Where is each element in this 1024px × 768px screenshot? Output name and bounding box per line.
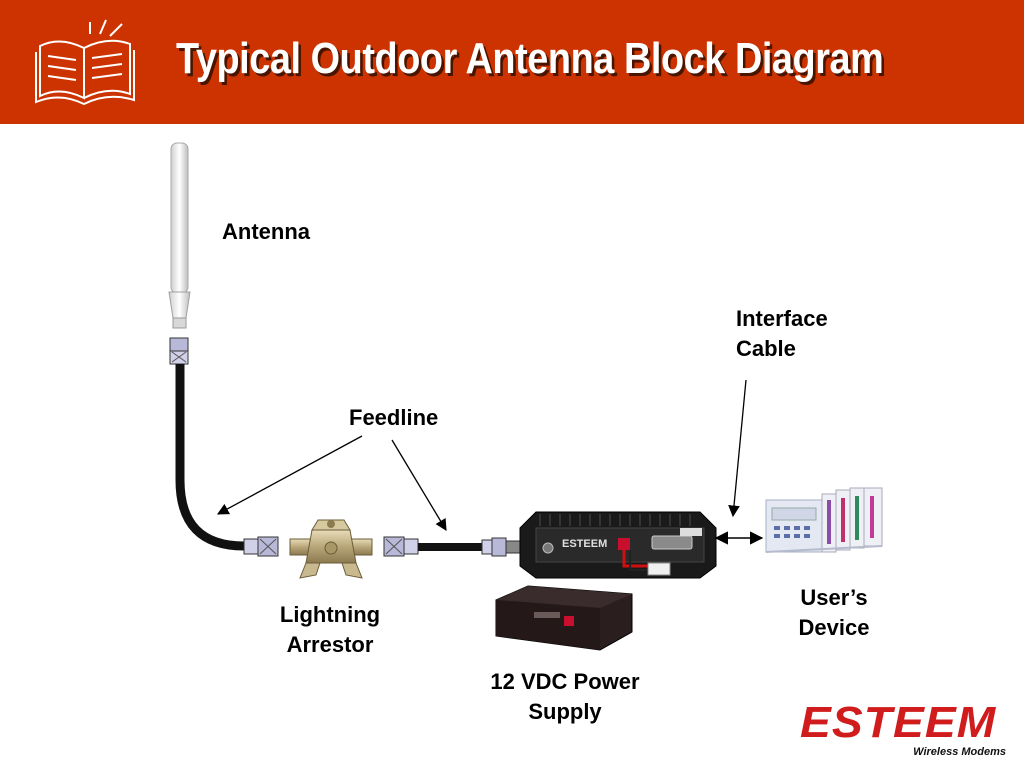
arrestor-output-connector <box>383 536 419 557</box>
lightning-arrestor <box>289 519 373 579</box>
arrestor-input-connector <box>243 536 279 557</box>
interface-cable-label: Interface Cable <box>736 304 828 364</box>
modem-rf-connector <box>481 537 521 557</box>
interface-cable-label-line2: Cable <box>736 336 796 361</box>
page-title: Typical Outdoor Antenna Block Diagram <box>176 34 884 83</box>
users-device-label-line2: Device <box>798 615 870 640</box>
antenna <box>168 142 191 329</box>
users-device-label: User’s Device <box>774 583 894 643</box>
feedline-label-text: Feedline <box>349 405 439 430</box>
feedline-cable <box>175 364 245 551</box>
open-book-icon <box>35 19 135 106</box>
antenna-label: Antenna <box>222 217 310 247</box>
power-supply-label-line1: 12 VDC Power <box>490 669 640 694</box>
users-device-label-line1: User’s <box>800 585 868 610</box>
power-plug <box>647 562 671 576</box>
lightning-arrestor-label-line1: Lightning <box>279 602 381 627</box>
logo-tagline: Wireless Modems <box>913 746 1006 758</box>
feedline-label: Feedline <box>349 403 438 433</box>
lightning-arrestor-label-line2: Arrestor <box>286 632 374 657</box>
users-device-plc <box>765 487 883 553</box>
power-lead-red <box>622 550 648 568</box>
power-supply-label: 12 VDC Power Supply <box>470 667 660 727</box>
esteem-modem: ESTEEM <box>519 511 717 579</box>
feedline-arrow-right <box>391 439 447 532</box>
antenna-label-text: Antenna <box>222 219 310 244</box>
header-bar: Typical Outdoor Antenna Block Diagram <box>0 0 1024 124</box>
interface-cable-label-line1: Interface <box>736 306 828 331</box>
modem-brand-label: ESTEEM <box>562 538 607 550</box>
logo-brand: ESTEEM <box>800 698 997 747</box>
antenna-connector <box>169 337 189 365</box>
lightning-arrestor-label: Lightning Arrestor <box>262 600 398 660</box>
power-supply-label-line2: Supply <box>528 699 602 724</box>
power-lead-black <box>629 550 648 571</box>
power-supply-unit <box>495 585 633 651</box>
feedline-arrow-left <box>216 435 363 515</box>
interface-cable-arrow <box>728 379 747 518</box>
esteem-logo: ESTEEM Wireless Modems <box>800 698 1010 758</box>
